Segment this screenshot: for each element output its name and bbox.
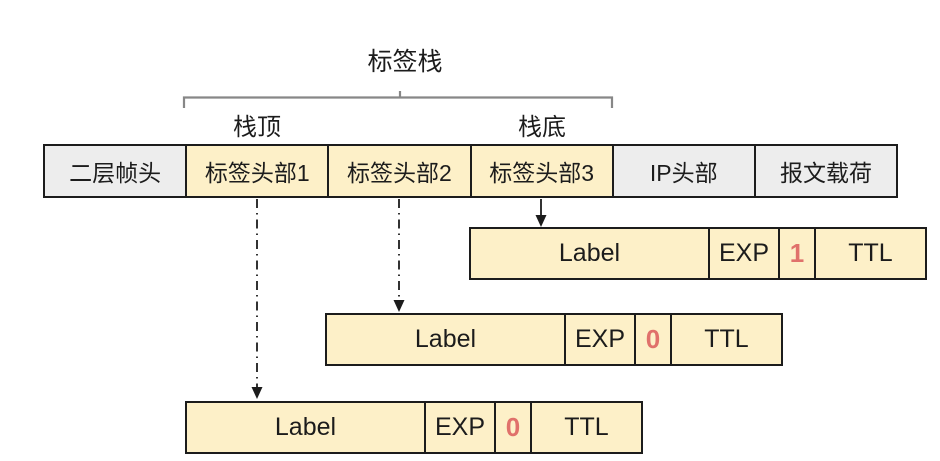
exp-field: EXP xyxy=(424,403,494,452)
label-field: Label xyxy=(327,315,564,364)
stack-bottom-label: 栈底 xyxy=(518,114,566,141)
ttl-field: TTL xyxy=(814,229,925,278)
packet-field-mpls-label-header-3: 标签头部3 xyxy=(469,146,612,196)
exp-field: EXP xyxy=(708,229,778,278)
diagram-title: 标签栈 xyxy=(367,48,443,76)
packet-field-payload: 报文载荷 xyxy=(753,146,897,196)
label-stack-bracket xyxy=(182,91,614,108)
ttl-field: TTL xyxy=(530,403,641,452)
label-field: Label xyxy=(471,229,708,278)
arrow-from-label-header-1 xyxy=(251,199,263,399)
packet-header-row: 二层帧头 标签头部1 标签头部2 标签头部3 IP头部 报文载荷 xyxy=(43,144,898,198)
exp-field: EXP xyxy=(564,315,634,364)
arrow-from-label-header-2 xyxy=(393,199,405,312)
label-field: Label xyxy=(187,403,424,452)
label-format-row-2: Label EXP 0 TTL xyxy=(325,313,783,366)
s-bit-field: 1 xyxy=(778,229,814,278)
label-format-row-1: Label EXP 1 TTL xyxy=(469,227,927,280)
packet-field-mpls-label-header-1: 标签头部1 xyxy=(185,146,328,196)
arrow-from-label-header-3 xyxy=(535,199,547,227)
s-bit-field: 0 xyxy=(494,403,530,452)
s-bit-field: 0 xyxy=(634,315,670,364)
packet-field-ip-header: IP头部 xyxy=(611,146,754,196)
stack-top-label: 栈顶 xyxy=(233,114,281,141)
ttl-field: TTL xyxy=(670,315,781,364)
label-format-row-3: Label EXP 0 TTL xyxy=(185,401,643,454)
packet-field-l2-frame-header: 二层帧头 xyxy=(45,146,186,196)
packet-field-mpls-label-header-2: 标签头部2 xyxy=(327,146,470,196)
